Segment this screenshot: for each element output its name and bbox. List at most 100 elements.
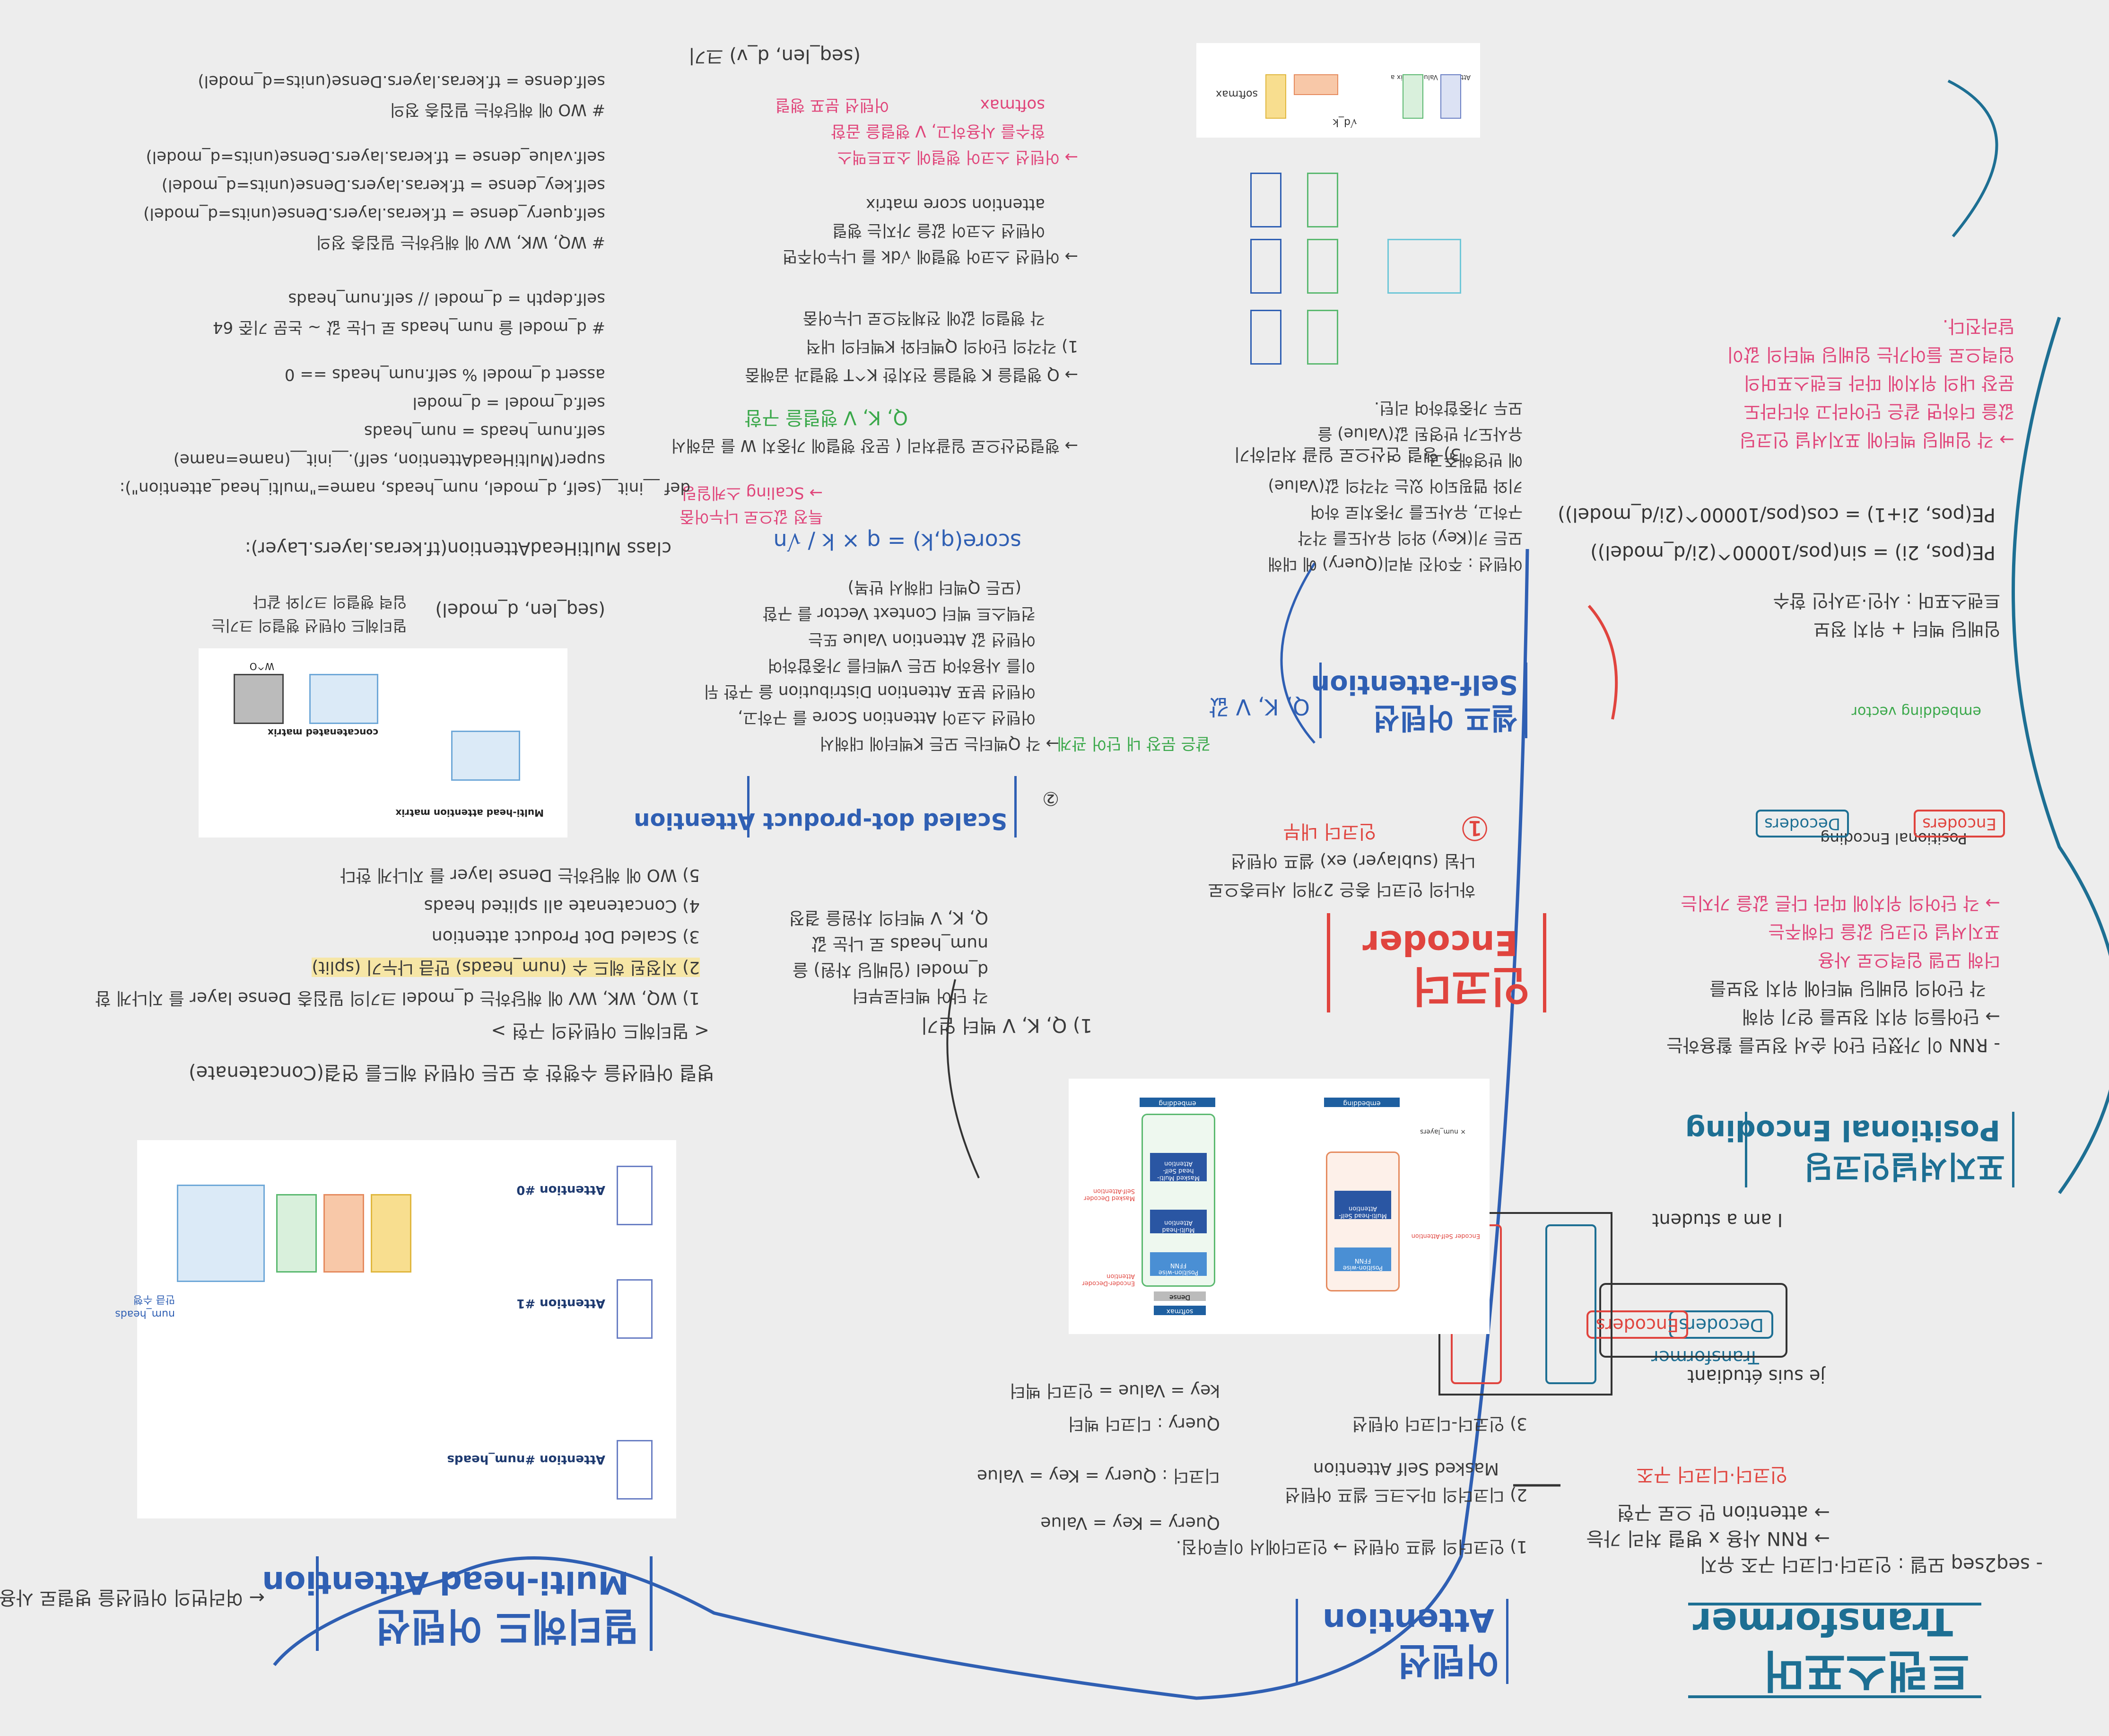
note-dec-enc: 인코더·디코더 구조 bbox=[1636, 1464, 1787, 1485]
sdpa-4: 이를 사용하여 모든 V벡터를 가중합하여 bbox=[767, 656, 1036, 675]
pe-9: PE(pos, 2i+1) = cos(pos/10000^(2i/d_mode… bbox=[1558, 504, 1996, 525]
mh-left: ← 여러번의 어텐션을 병렬로 사용 bbox=[0, 1587, 265, 1608]
encoder-title-en: Encoder bbox=[1362, 923, 1518, 963]
pe-11: 값을 더하면 같은 단어라고 하더라도 bbox=[1743, 401, 2014, 422]
transformer-title-en: Transformer bbox=[1692, 1600, 1953, 1644]
embedding-vec-label: embedding vector bbox=[1851, 703, 1981, 720]
mat-6: → 어텐션 스코어 행렬에 √dk 를 나누어주면 bbox=[782, 247, 1078, 266]
code-9: # WQ, WK, WV 에 해당하는 밀집층 정의 bbox=[316, 233, 605, 252]
sa-sentence: 같은 문장 내 단어 관계 bbox=[1057, 734, 1211, 753]
encoders-box-pe: Encoders bbox=[1914, 809, 2005, 837]
enc-desc-2: 나뉨 (sublayer) ex) 셀프 어텐션 bbox=[1230, 851, 1475, 871]
je-suis-label: je suis étudiant bbox=[1687, 1366, 1825, 1387]
sdpa-6: 컨텍스트 벡터 Context Vector 를 구함 bbox=[762, 604, 1036, 623]
pe-4: 포지셔널 인코딩 값을 더해주는 bbox=[1768, 921, 2000, 942]
arch-softmax: softmax bbox=[1154, 1306, 1206, 1315]
selfattn-title-ko: 셀프 어텐션 bbox=[1373, 701, 1518, 735]
mh-shape: (seq_len, d_model) bbox=[435, 600, 605, 620]
self-attn-4: 키와 맵핑되어 있는 각각의 값(Value) bbox=[1268, 476, 1523, 495]
head-label-0: Attention #0 bbox=[516, 1183, 605, 1197]
arch-mh2: Masked Multi-head Self-Attention bbox=[1150, 1153, 1207, 1181]
multihead-attention-figure: Attention #0 Attention #1 Attention #num… bbox=[115, 1140, 676, 1518]
attn-types-3c: key = Value = 인코더 벡터 bbox=[1009, 1381, 1220, 1400]
arch-encoder-block: Position-wise FFNN Multi-head Self-Atten… bbox=[1326, 1152, 1400, 1291]
attn-types-1b: Query = Key = Value bbox=[1040, 1513, 1220, 1533]
code-12: self.value_dense = tf.keras.layers.Dense… bbox=[146, 148, 605, 166]
arch-ffnn-enc: Position-wise FFNN bbox=[1334, 1247, 1391, 1271]
code-11: self.key_dense = tf.keras.layers.Dense(u… bbox=[161, 176, 605, 195]
qkv-3: d_model (임베딩 차원) 을 bbox=[792, 960, 988, 979]
pe-10: → 각 임베딩 벡터에 포지셔널 인코딩 bbox=[1739, 429, 2014, 450]
wv-matrix bbox=[1307, 173, 1338, 227]
formula-k bbox=[1294, 74, 1338, 95]
fig-label-batch: 3) 행렬 연산으로 일괄 처리하기 bbox=[1234, 445, 1461, 464]
score-matrix bbox=[1387, 239, 1461, 294]
seq-len: (seq_len, d_v) 크기 bbox=[688, 45, 861, 67]
self-attn-6: 유사도가 반영된 값(Value) 을 bbox=[1317, 424, 1523, 443]
mat-7: 어텐션 스코어 값을 가지는 행렬 bbox=[832, 221, 1045, 240]
q-matrix bbox=[1250, 310, 1281, 365]
decoder-stack bbox=[1545, 1224, 1596, 1384]
mat-1: → 행렬연산으로 일괄처리 ( 문장 행렬에 가중치 W 를 곱해서 bbox=[671, 436, 1078, 455]
attention-flow-curve bbox=[273, 549, 1529, 1700]
softmax-1: → 어텐션 스코어 행렬에 소프트맥스 bbox=[837, 148, 1078, 166]
circle-one: ① bbox=[1460, 809, 1490, 847]
pe-8: PE(pos, 2i) = sin(pos/10000^(2i/d_model)… bbox=[1590, 541, 1996, 563]
attention-formula-figure: softmax √d_k Attention Value Matrix a bbox=[1196, 43, 1480, 138]
head-out-0 bbox=[617, 1166, 653, 1225]
wk-block bbox=[323, 1194, 364, 1273]
attn-types-2a: Masked Self Attention bbox=[1313, 1459, 1499, 1478]
encoder-title-ko: 인코더 bbox=[1412, 961, 1530, 1011]
concat-title1: concatenated matrix bbox=[268, 727, 378, 738]
mh-head-1: 병렬 어텐션을 수행한 후 모든 어텐션 헤드를 연결(Concatenate) bbox=[189, 1062, 714, 1083]
mh-out-matrix bbox=[451, 731, 520, 781]
mh-3: 3) Scaled Dot Product attention bbox=[431, 927, 700, 946]
self-attn-3: 구하고, 유사도를 가중치로 하여 bbox=[1310, 502, 1523, 521]
circle-two: ② bbox=[1042, 787, 1059, 809]
mh-impl: < 멀티헤드 어텐션의 구현 > bbox=[491, 1021, 709, 1041]
attn-types-3b: Query : 디코더 벡터 bbox=[1068, 1414, 1220, 1433]
scale-note: 특정 값으로 나누어줌 bbox=[679, 507, 823, 526]
arch-ffnn-dec: Position-wise FFNN bbox=[1150, 1252, 1207, 1276]
mat-8: attention score matrix bbox=[866, 195, 1045, 214]
formula-q bbox=[1265, 74, 1286, 119]
arch-decoder-block: Position-wise FFNN Multi-head Attention … bbox=[1142, 1114, 1215, 1287]
note-attn-only: → attention 만 으로 구현 bbox=[1617, 1501, 1830, 1523]
enc-desc-1: 하나의 인코더 층은 2개의 서브층으로 bbox=[1208, 880, 1475, 899]
posenc-title-en: Positional Encoding bbox=[1685, 1114, 2000, 1147]
mat-3: → Q 행렬을 K 행렬을 전치한 K^T 행렬과 곱해줌 bbox=[745, 365, 1078, 384]
code-7: # d_model 을 num_heads 로 나눈 값 ~ 논문 기준 64 bbox=[212, 318, 605, 337]
arch-enc-sa: Encoder Self-Attention bbox=[1411, 1232, 1480, 1239]
code-5: self.d_model = d_model bbox=[412, 393, 605, 412]
attn-types-2: 2) 디코더의 마스크드 셀프 어텐션 bbox=[1284, 1485, 1527, 1504]
pe-5: → 각 단어의 위치에 따라 다른 값을 가지는 bbox=[1681, 893, 2000, 914]
wq-block bbox=[371, 1194, 411, 1273]
concat-matrix bbox=[309, 674, 378, 724]
qkv-1: 1) Q, K, V 벡터 얻기 bbox=[921, 1014, 1092, 1036]
head-label-1: Attention #1 bbox=[516, 1296, 605, 1310]
axis-label: num_heads 만큼 수행 bbox=[115, 1293, 175, 1320]
pe-q: - RNN 이 가졌던 단어 순서 정보를 활용하는 bbox=[1666, 1035, 2000, 1056]
code-6: assert d_model % self.num_heads == 0 bbox=[284, 365, 605, 384]
pe-12: 문장 내의 위치에 따라 트랜스포머의 bbox=[1743, 373, 2014, 393]
transformer-architecture-figure: softmax Dense Position-wise FFNN Multi-h… bbox=[1069, 1079, 1490, 1334]
mh-2: 2) 지정된 헤드 수 (num_heads) 만큼 나누기 (split) bbox=[312, 957, 700, 977]
qkv-5: Q, K, V 벡터의 차원을 결정 bbox=[789, 908, 988, 927]
arch-layers: × num_layers bbox=[1420, 1128, 1466, 1135]
selfattn-qkv: Q, K, V 값 bbox=[1209, 694, 1310, 720]
pe-14: 달라진다. bbox=[1943, 316, 2014, 337]
scaled-bracket-curve bbox=[1280, 562, 1316, 744]
sdpa-7: (모든 Q벡터 대해서 반복) bbox=[847, 578, 1021, 597]
arch-embedding-dec: embedding bbox=[1140, 1098, 1215, 1107]
code-8: self.depth = d_model // self.num_heads bbox=[288, 289, 605, 308]
code-3: super(MultiHeadAttention, self).__init__… bbox=[173, 450, 605, 469]
multihead-title-en: Multi-head Attention bbox=[262, 1564, 629, 1601]
k-matrix bbox=[1250, 239, 1281, 294]
enc-sub-1: 인코더 내부 bbox=[1283, 820, 1376, 842]
code-4: self.num_heads = num_heads bbox=[364, 422, 605, 441]
sdpa-1: → 각 Q벡터는 모든 K벡터에 대해서 bbox=[819, 734, 1059, 753]
formula-v bbox=[1403, 74, 1423, 119]
self-attn-2: 모든 키(Key) 와의 유사도를 각각 bbox=[1298, 528, 1523, 547]
